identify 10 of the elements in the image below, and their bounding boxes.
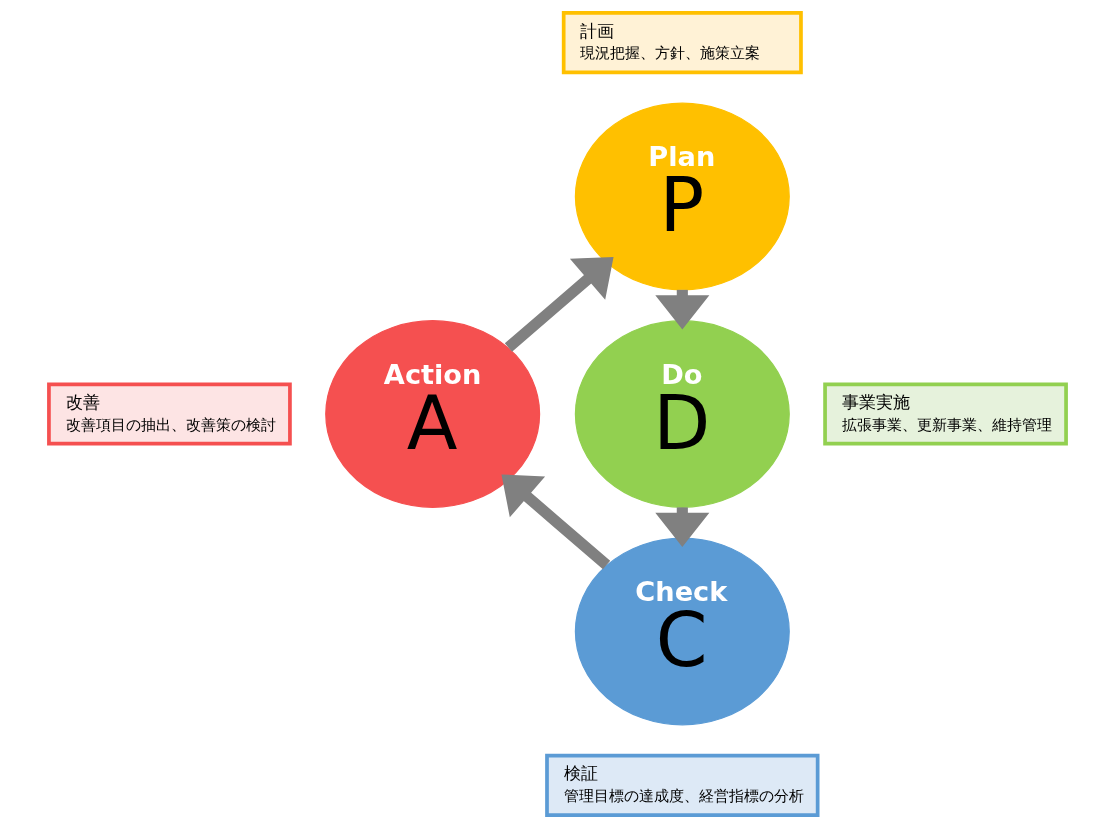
node-ellipse: Plan P — [574, 102, 790, 291]
node-box: 事業実施 拡張事業、更新事業、維持管理 — [822, 382, 1068, 446]
node-box: 検証 管理目標の達成度、経営指標の分析 — [544, 753, 819, 817]
node-ellipse: Check C — [574, 537, 790, 726]
node-ellipse: Action A — [324, 320, 540, 508]
node-box: 改善 改善項目の抽出、改善策の検討 — [46, 382, 292, 446]
arrow — [504, 256, 614, 352]
node-ellipse: Do D — [574, 320, 790, 508]
arrow — [500, 474, 610, 570]
node-box: 計画 現況把握、方針、施策立案 — [561, 11, 803, 75]
